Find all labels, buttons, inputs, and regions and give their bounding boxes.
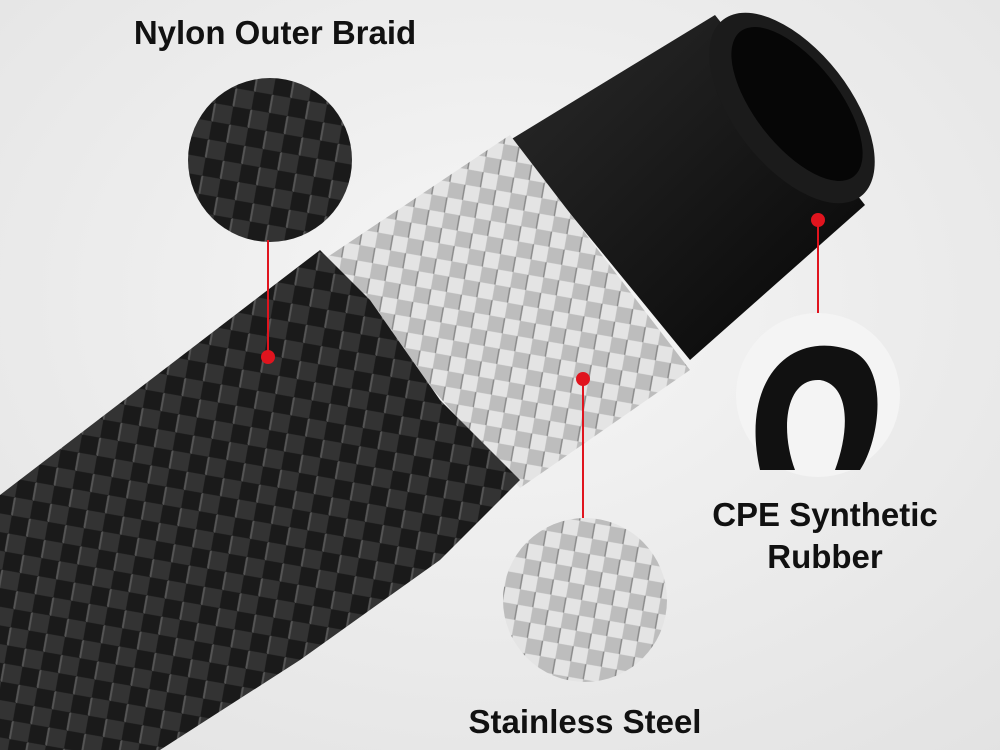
cpe-label-line1: CPE Synthetic bbox=[712, 496, 938, 533]
nylon-braid-section bbox=[0, 250, 520, 750]
steel-label: Stainless Steel bbox=[468, 703, 702, 740]
nylon-detail-circle bbox=[188, 78, 352, 242]
steel-marker-dot bbox=[576, 372, 590, 386]
rubber-bend-icon bbox=[755, 345, 878, 470]
steel-detail-circle bbox=[503, 518, 667, 682]
rubber-marker-dot bbox=[811, 213, 825, 227]
cpe-label-line2: Rubber bbox=[767, 538, 883, 575]
nylon-label: Nylon Outer Braid bbox=[133, 14, 417, 51]
steel-braid-section bbox=[320, 135, 690, 488]
nylon-marker-dot bbox=[261, 350, 275, 364]
